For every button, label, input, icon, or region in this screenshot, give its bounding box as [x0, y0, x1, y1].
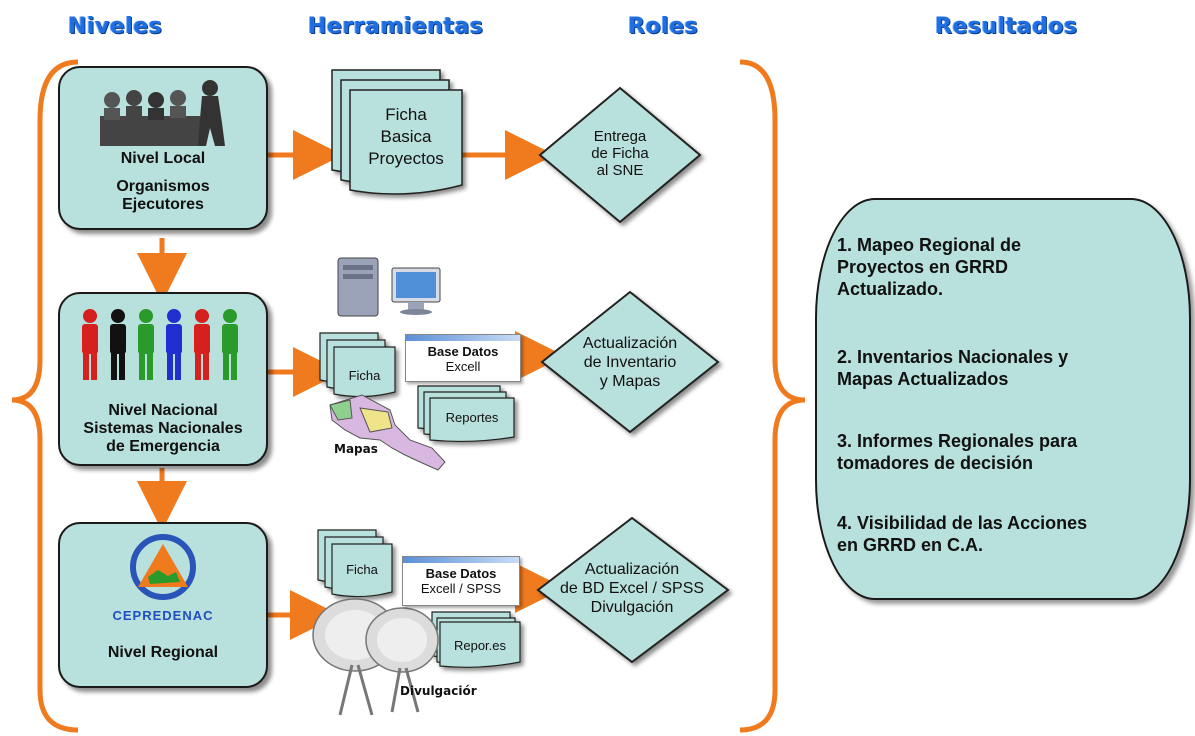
- role3-text: Actualización de BD Excel / SPSS Divulga…: [552, 560, 712, 617]
- level-nacional-line1: Nivel Nacional: [108, 402, 218, 419]
- result-4-line1: 4. Visibilidad de las Acciones: [837, 513, 1088, 533]
- tool-row1-line2: Basica: [380, 127, 432, 146]
- result-4: 4. Visibilidad de las Acciones en GRRD e…: [837, 512, 1182, 556]
- role2-line2: de Inventario: [583, 354, 677, 371]
- level-local-line1: Nivel Local: [120, 150, 206, 167]
- result-1-line3: Actualizado.: [837, 279, 944, 299]
- role2-text: Actualización de Inventario y Mapas: [560, 334, 700, 391]
- tool-row3-database: Base Datos Excell / SPSS: [402, 556, 520, 606]
- level-nacional-box: Nivel Nacional Sistemas Nacionales de Em…: [58, 292, 268, 466]
- tool-row2-database: Base Datos Excell: [405, 334, 521, 382]
- role1-line1: Entrega: [593, 128, 647, 145]
- tool-row3-db-title: Base Datos: [425, 566, 497, 581]
- tool-row3-reportes: Repor.es: [453, 638, 507, 653]
- central-america-map-icon: [329, 394, 446, 471]
- header-resultados: Resultados: [935, 14, 1078, 39]
- cepredenac-logo-icon: [130, 534, 196, 600]
- tool-row1-line3: Proyectos: [368, 149, 444, 168]
- role3-line3: Divulgación: [590, 599, 674, 616]
- role1-line2: de Ficha: [591, 145, 649, 162]
- level-local-box: Nivel Local Organismos Ejecutores: [58, 66, 268, 230]
- tool-row3-ficha: Ficha: [346, 562, 378, 577]
- role3-line2: de BD Excel / SPSS: [559, 580, 705, 597]
- results-box: 1. Mapeo Regional de Proyectos en GRRD A…: [815, 198, 1191, 600]
- result-3: 3. Informes Regionales para tomadores de…: [837, 430, 1182, 474]
- level-regional-line1: Nivel Regional: [107, 644, 219, 661]
- role1-line3: al SNE: [596, 162, 644, 179]
- role-diamond-3: [536, 516, 730, 664]
- result-2-line1: 2. Inventarios Nacionales y: [837, 347, 1069, 367]
- meeting-people-icon: [100, 80, 225, 146]
- doc-stack-reportes-2: [417, 385, 515, 443]
- doc-stack-ficha-basica: [331, 69, 463, 195]
- header-roles: Roles: [628, 14, 699, 39]
- result-2: 2. Inventarios Nacionales y Mapas Actual…: [837, 346, 1182, 390]
- result-3-line2: tomadores de decisión: [837, 453, 1034, 473]
- doc-stack-ficha-2: [319, 332, 396, 398]
- tool-row3-divulgacion: Divulgaciór: [400, 684, 477, 698]
- tool-row2-ficha: Ficha: [348, 368, 381, 383]
- result-1: 1. Mapeo Regional de Proyectos en GRRD A…: [837, 234, 1182, 300]
- role2-line3: y Mapas: [599, 373, 661, 390]
- role-diamond-2: [540, 290, 720, 434]
- tool-row1-line1: Ficha: [385, 105, 427, 124]
- tool-row3-db-sub: Excell / SPSS: [420, 581, 502, 596]
- tool-row2-db-title: Base Datos: [427, 344, 499, 359]
- level-local-line3: Ejecutores: [122, 196, 204, 213]
- level-local-line2: Organismos: [116, 178, 210, 195]
- tool-row2-map-label: Mapas: [334, 442, 378, 456]
- level-nacional-line3: de Emergencia: [106, 438, 220, 455]
- tool-row2-reportes: Reportes: [445, 410, 499, 425]
- cepredenac-label: CEPREDENAC: [112, 608, 214, 623]
- right-brace: [739, 59, 806, 733]
- result-1-line2: Proyectos en GRRD: [837, 257, 1009, 277]
- header-herramientas: Herramientas: [308, 14, 484, 39]
- header-niveles: Niveles: [68, 14, 163, 39]
- result-2-line2: Mapas Actualizados: [837, 369, 1009, 389]
- doc-stack-ficha-3: [317, 529, 393, 598]
- role1-text: Entrega de Ficha al SNE: [560, 128, 680, 179]
- people-row-icon: [82, 309, 238, 380]
- level-nacional-line2: Sistemas Nacionales: [83, 420, 243, 437]
- tool-ficha-basica-text: Ficha Basica Proyectos: [350, 104, 462, 170]
- result-1-line1: 1. Mapeo Regional de: [837, 235, 1022, 255]
- left-brace: [11, 59, 79, 733]
- result-4-line2: en GRRD en C.A.: [837, 535, 984, 555]
- role-diamond-1: [538, 86, 702, 224]
- computer-icon: [337, 257, 441, 317]
- doc-stack-reportes-3: [431, 611, 521, 668]
- role2-line1: Actualización: [582, 335, 678, 352]
- role3-line1: Actualización: [584, 561, 680, 578]
- tool-row2-db-sub: Excell: [445, 359, 481, 374]
- result-3-line1: 3. Informes Regionales para: [837, 431, 1078, 451]
- satellite-dish-icon: [312, 598, 439, 716]
- level-regional-box: CEPREDENAC Nivel Regional: [58, 522, 268, 688]
